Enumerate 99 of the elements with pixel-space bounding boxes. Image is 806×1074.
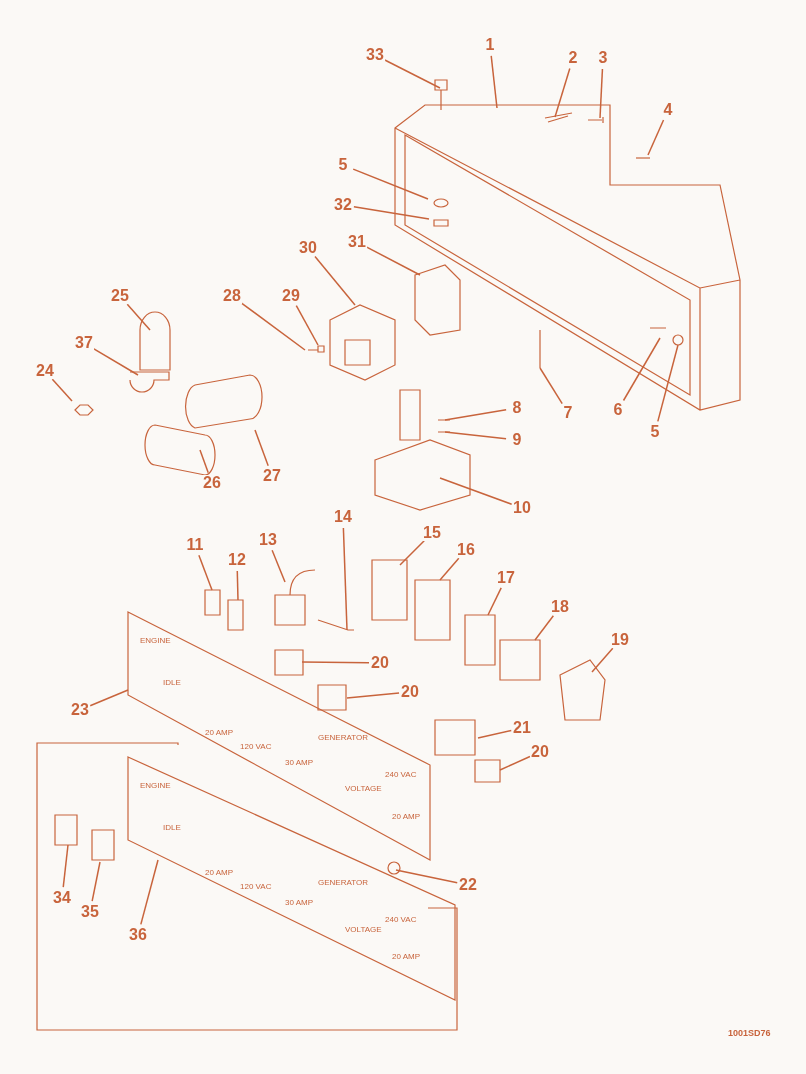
callout-number: 21 bbox=[512, 720, 532, 736]
callout-number: 12 bbox=[227, 552, 247, 568]
callout-number: 20 bbox=[400, 684, 420, 700]
callout-number: 23 bbox=[70, 702, 90, 718]
panel-label: 240 VAC bbox=[385, 770, 417, 779]
callout-number: 20 bbox=[530, 744, 550, 760]
callout-number: 34 bbox=[52, 890, 72, 906]
leader-line bbox=[240, 301, 306, 351]
leader-line bbox=[490, 55, 498, 109]
leader-line bbox=[534, 615, 555, 641]
leader-line bbox=[254, 429, 269, 467]
callout-number: 17 bbox=[496, 570, 516, 586]
leader-line bbox=[314, 255, 356, 306]
leader-line bbox=[384, 59, 441, 89]
panel-label: ENGINE bbox=[140, 781, 171, 790]
callout-number: 33 bbox=[365, 47, 385, 63]
leader-line bbox=[140, 859, 159, 926]
callout-number: 8 bbox=[511, 400, 523, 416]
leader-line bbox=[539, 367, 563, 405]
callout-number: 27 bbox=[262, 468, 282, 484]
callout-number: 10 bbox=[512, 500, 532, 516]
panel-label: 30 AMP bbox=[285, 758, 313, 767]
leader-line bbox=[199, 449, 209, 474]
leader-line bbox=[342, 527, 348, 631]
leader-line bbox=[439, 477, 513, 505]
panel-label: 20 AMP bbox=[205, 868, 233, 877]
panel-label: IDLE bbox=[163, 678, 181, 687]
callout-number: 29 bbox=[281, 288, 301, 304]
leader-line bbox=[477, 729, 512, 739]
leader-line bbox=[622, 337, 661, 402]
panel-label: 240 VAC bbox=[385, 915, 417, 924]
panel-label: 120 VAC bbox=[240, 882, 272, 891]
leader-line bbox=[89, 689, 129, 707]
leader-line bbox=[91, 861, 101, 902]
callout-number: 18 bbox=[550, 599, 570, 615]
drawing-number: 1001SD76 bbox=[728, 1028, 771, 1038]
leader-line bbox=[487, 587, 502, 616]
leader-line bbox=[657, 344, 679, 423]
leader-line bbox=[236, 570, 239, 601]
callout-number: 28 bbox=[222, 288, 242, 304]
leader-line bbox=[353, 206, 430, 220]
callout-number: 36 bbox=[128, 927, 148, 943]
callout-number: 7 bbox=[562, 405, 574, 421]
callout-number: 1 bbox=[484, 37, 496, 53]
callout-number: 2 bbox=[567, 50, 579, 66]
callout-number: 24 bbox=[35, 363, 55, 379]
callout-number: 3 bbox=[597, 50, 609, 66]
callout-number: 26 bbox=[202, 475, 222, 491]
panel-label: 120 VAC bbox=[240, 742, 272, 751]
callout-number: 5 bbox=[649, 424, 661, 440]
leader-line bbox=[499, 755, 531, 771]
leader-line bbox=[295, 304, 319, 346]
leader-line bbox=[126, 303, 151, 331]
callout-number: 30 bbox=[298, 240, 318, 256]
leader-line bbox=[51, 378, 73, 402]
callout-number: 16 bbox=[456, 542, 476, 558]
callout-number: 37 bbox=[74, 335, 94, 351]
leader-line bbox=[198, 554, 213, 591]
leader-line bbox=[346, 692, 400, 699]
leader-line bbox=[301, 661, 370, 664]
leader-line bbox=[352, 168, 429, 200]
leader-line bbox=[599, 68, 604, 119]
leader-line bbox=[92, 347, 139, 376]
panel-label: GENERATOR bbox=[318, 733, 368, 742]
callout-number: 14 bbox=[333, 509, 353, 525]
leader-line bbox=[399, 540, 425, 566]
panel-label: 30 AMP bbox=[285, 898, 313, 907]
callout-number: 15 bbox=[422, 525, 442, 541]
panel-label: 20 AMP bbox=[392, 812, 420, 821]
callout-number: 35 bbox=[80, 904, 100, 920]
leader-line bbox=[271, 549, 286, 583]
leader-line bbox=[647, 119, 665, 156]
panel-label: GENERATOR bbox=[318, 878, 368, 887]
panel-label: 20 AMP bbox=[392, 952, 420, 961]
panel-label: 20 AMP bbox=[205, 728, 233, 737]
leader-line bbox=[366, 246, 421, 276]
callout-number: 20 bbox=[370, 655, 390, 671]
callout-number: 32 bbox=[333, 197, 353, 213]
panel-label: ENGINE bbox=[140, 636, 171, 645]
leader-line bbox=[62, 844, 69, 888]
callout-number: 31 bbox=[347, 234, 367, 250]
callout-number: 9 bbox=[511, 432, 523, 448]
callout-number: 11 bbox=[185, 537, 205, 553]
leader-line bbox=[444, 409, 507, 421]
panel-label: VOLTAGE bbox=[345, 784, 382, 793]
callout-number: 22 bbox=[458, 877, 478, 893]
panel-label: VOLTAGE bbox=[345, 925, 382, 934]
callout-number: 4 bbox=[662, 102, 674, 118]
callout-number: 13 bbox=[258, 532, 278, 548]
panel-label: IDLE bbox=[163, 823, 181, 832]
leader-line bbox=[439, 557, 460, 581]
callout-number: 25 bbox=[110, 288, 130, 304]
leader-line bbox=[554, 67, 571, 118]
leader-line bbox=[591, 647, 614, 673]
callout-number: 6 bbox=[612, 402, 624, 418]
callout-number: 5 bbox=[337, 157, 349, 173]
leader-line bbox=[444, 431, 507, 440]
leader-line bbox=[395, 869, 458, 884]
callout-number: 19 bbox=[610, 632, 630, 648]
